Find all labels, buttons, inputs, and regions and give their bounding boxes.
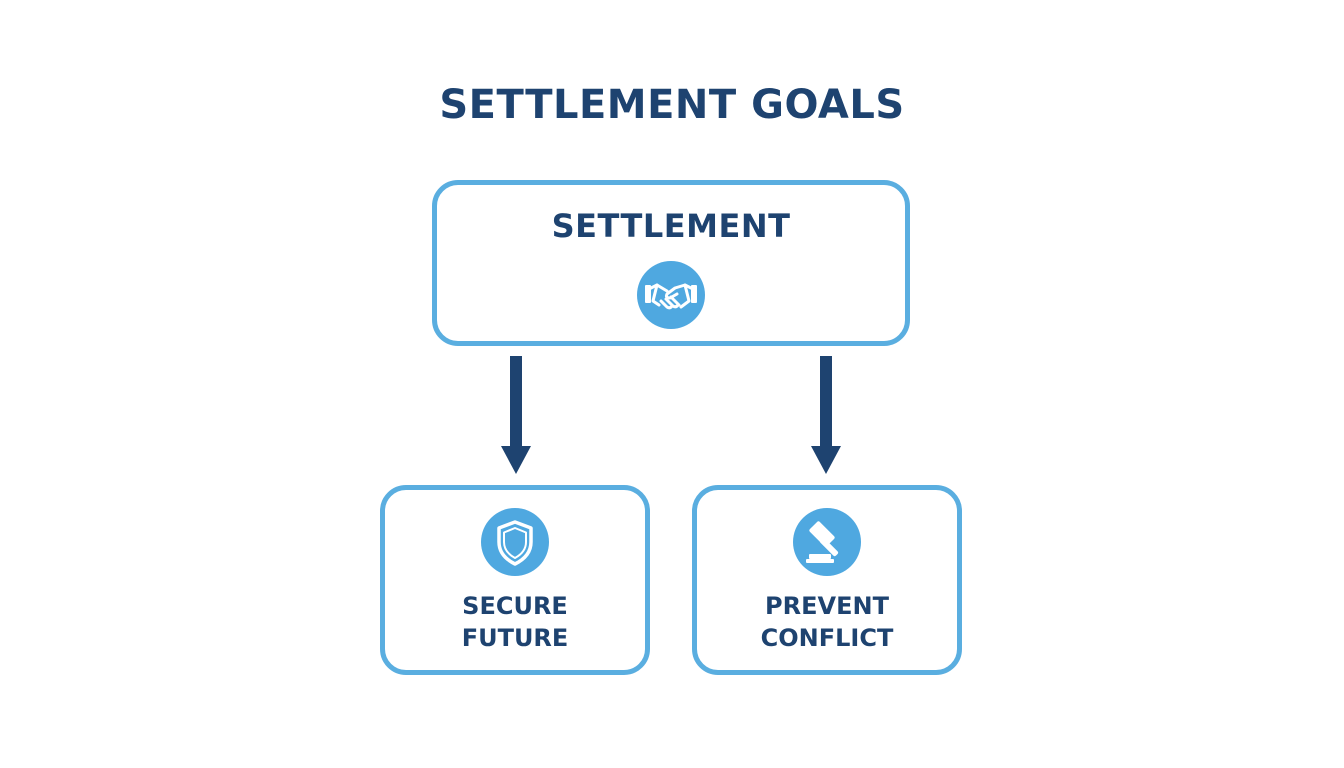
settlement-node-label: SETTLEMENT (551, 207, 791, 245)
shield-icon (481, 508, 549, 576)
settlement-node: SETTLEMENT (432, 180, 910, 346)
prevent-conflict-label: PREVENT CONFLICT (760, 592, 894, 652)
handshake-icon (637, 261, 705, 329)
gavel-icon (793, 508, 861, 576)
arrow-to-secure-future (501, 356, 531, 474)
prevent-conflict-node: PREVENT CONFLICT (692, 485, 962, 675)
secure-future-node: SECURE FUTURE (380, 485, 650, 675)
arrow-to-prevent-conflict (811, 356, 841, 474)
secure-future-label: SECURE FUTURE (461, 592, 569, 652)
diagram-title: SETTLEMENT GOALS (439, 82, 905, 128)
